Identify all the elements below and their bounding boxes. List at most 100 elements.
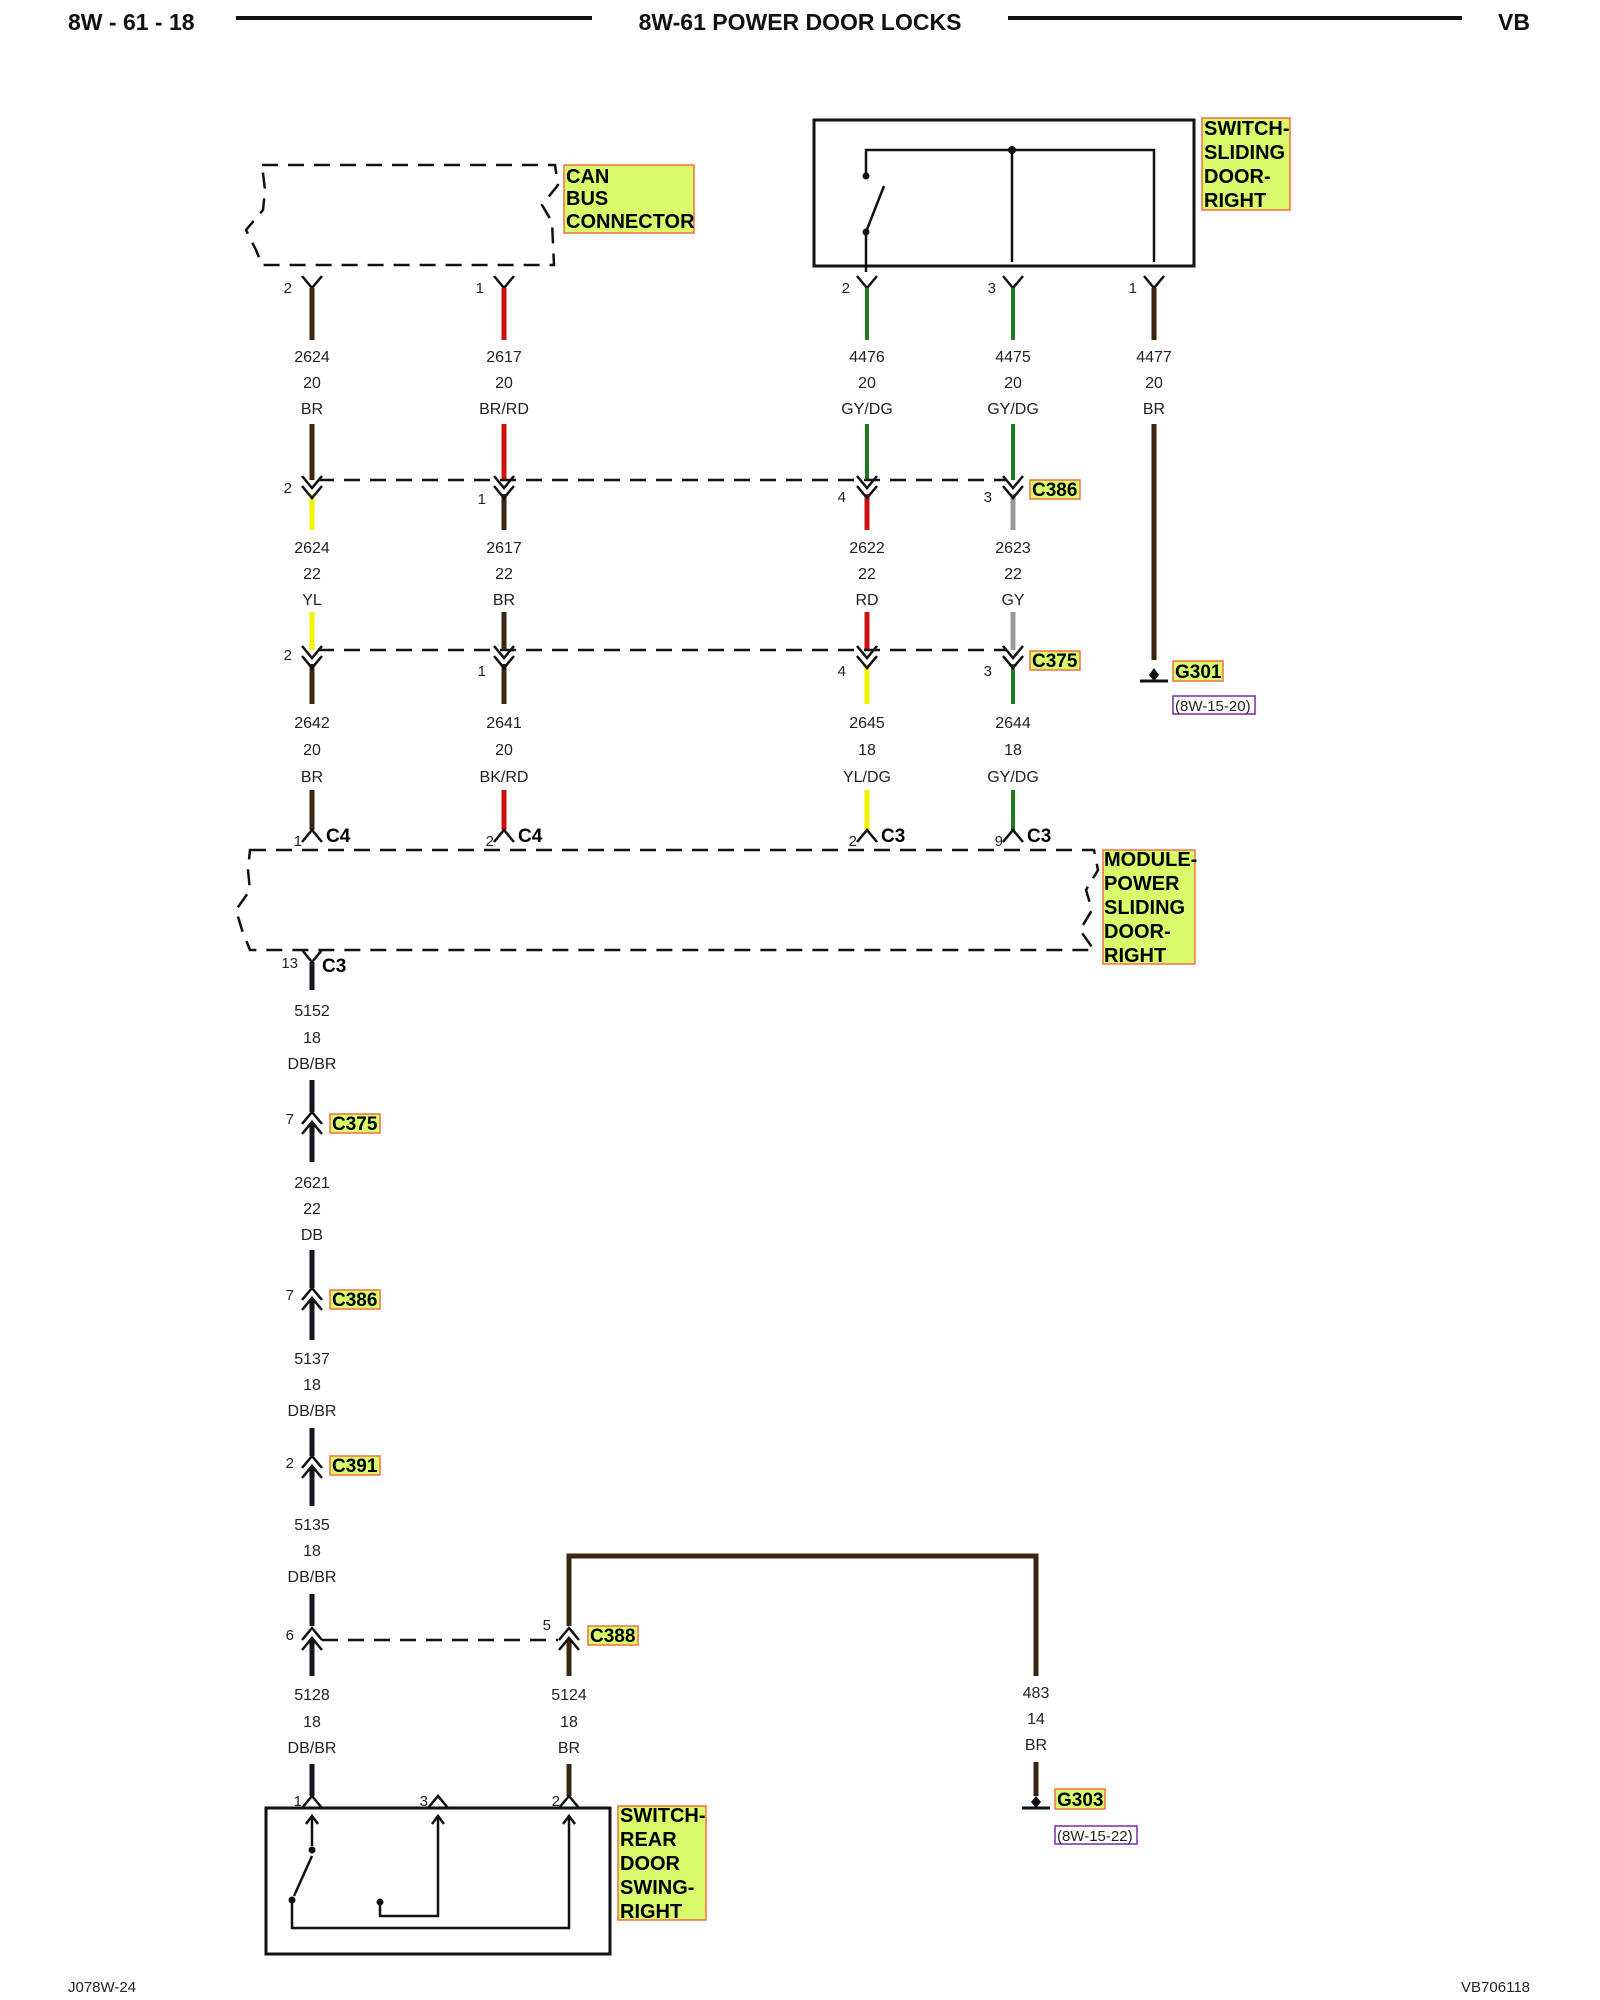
top-pins: 2 1 2 3 1 (284, 275, 1165, 297)
connector-c375-label: C375 (1032, 651, 1078, 672)
ground-g301: G301 (8W-15-20) (1140, 660, 1256, 715)
can-bus-label-line3: CONNECTOR (566, 211, 695, 233)
wire-color: BK/RD (480, 769, 529, 786)
page-footer: J078W-24 VB706118 (68, 1979, 1530, 1996)
wire-gauge: 22 (303, 1201, 321, 1218)
wire-gauge: 18 (303, 1714, 321, 1731)
g301-ref-box (1172, 695, 1256, 715)
wire-color: DB/BR (288, 1056, 337, 1073)
wire-circuit: 2644 (995, 715, 1031, 732)
wire-gauge: 20 (495, 375, 513, 392)
module-label-box (1102, 849, 1196, 965)
wire-circuit: 2624 (294, 540, 330, 557)
wire-gauge: 20 (1145, 375, 1163, 392)
pin-number: 6 (286, 1627, 294, 1644)
can-bus-outline (244, 163, 560, 267)
connector-c4-label: C4 (326, 826, 351, 847)
connector-c3-label: C3 (881, 826, 905, 847)
pin-number: 13 (281, 955, 298, 972)
module-input-pins: 1 C4 2 C4 2 C3 9 C3 (294, 826, 1052, 850)
page-number: 8W - 61 - 18 (68, 9, 195, 35)
module-label-line5: RIGHT (1104, 945, 1166, 967)
wire-circuit: 4475 (995, 349, 1031, 366)
ground-g303: G303 (8W-15-22) (1022, 1788, 1138, 1845)
page-title: 8W-61 POWER DOOR LOCKS (639, 9, 962, 35)
pin-number: 2 (284, 647, 292, 664)
pin-number: 1 (1129, 280, 1137, 297)
switch-rear-label-line1: SWITCH- (620, 1805, 706, 1827)
pin-fork (856, 275, 878, 290)
connector-c375-row: 2 1 4 3 C375 (284, 645, 1081, 680)
switch-sliding-label-line1: SWITCH- (1204, 118, 1290, 140)
connector-c375-trunk: 7 C375 (286, 1110, 381, 1135)
wire-circuit: 2641 (486, 715, 522, 732)
wire-5124-483-bridge (566, 1553, 1039, 1676)
pin-number: 2 (842, 280, 850, 297)
wire-circuit: 2622 (849, 540, 885, 557)
wire-circuit: 5124 (551, 1687, 587, 1704)
switch-rear-arrow-pin1 (305, 1813, 319, 1825)
switch-rear-label-box (617, 1805, 707, 1921)
pin-fork (301, 275, 323, 290)
ground-g303-label: G303 (1057, 1790, 1103, 1811)
wire-color: BR (301, 401, 323, 418)
c386-label-box (1029, 479, 1081, 500)
pin-fork (493, 475, 515, 500)
wire-color: BR (493, 592, 515, 609)
switch-rear-box (264, 1806, 612, 1956)
wire-labels: 2624 20 BR 2617 20 BR/RD 4476 20 GY/DG 4… (288, 349, 1172, 1757)
wire-gauge: 18 (858, 742, 876, 759)
pin-fork (493, 828, 515, 843)
wire-color: BR (301, 769, 323, 786)
c375-label-box (1029, 650, 1081, 671)
pin-number: 1 (476, 280, 484, 297)
wire-circuit: 5128 (294, 1687, 330, 1704)
pin-number: 7 (286, 1287, 294, 1304)
connector-c386-label: C386 (332, 1290, 377, 1311)
wire-circuit: 483 (1023, 1685, 1050, 1702)
switch-sliding-label-line2: SLIDING (1204, 142, 1285, 164)
ground-icon (1031, 1796, 1041, 1808)
model-code: VB (1498, 9, 1530, 35)
wire-gauge: 20 (858, 375, 876, 392)
pin-number: 3 (984, 489, 992, 506)
pin-fork (301, 1286, 323, 1311)
wire-color: BR (1025, 1737, 1047, 1754)
pin-fork (856, 828, 878, 843)
switch-sliding-label-line3: DOOR- (1204, 166, 1271, 188)
wire-color: YL (302, 592, 322, 609)
pin-fork (1002, 828, 1024, 843)
switch-sliding-label-line4: RIGHT (1204, 190, 1266, 212)
pin-fork (301, 1794, 323, 1809)
module-label-line2: POWER (1104, 873, 1180, 895)
pin-fork (427, 1794, 449, 1809)
c386-trunk-label-box (329, 1289, 381, 1310)
pin-number: 1 (478, 663, 486, 680)
switch-rear-arrow-pin2 (562, 1813, 576, 1825)
switch-rear-blade (292, 1855, 314, 1897)
connector-c386-row: 2 1 4 3 C386 (284, 475, 1081, 508)
switch-rear-contact-upper (308, 1846, 316, 1854)
page-header: 8W - 61 - 18 8W-61 POWER DOOR LOCKS VB (68, 9, 1530, 35)
switch-sliding-bus (864, 148, 1156, 262)
wire-gauge: 18 (560, 1714, 578, 1731)
pin-number: 3 (988, 280, 996, 297)
pin-number: 2 (284, 280, 292, 297)
pin-fork (301, 645, 323, 670)
wire-gauge: 18 (303, 1030, 321, 1047)
module-outline (234, 848, 1100, 952)
wire-gauge: 20 (495, 742, 513, 759)
pin-number: 2 (486, 833, 494, 850)
pin-fork (301, 949, 323, 964)
wire-color: DB/BR (288, 1569, 337, 1586)
wire-gauge: 18 (1004, 742, 1022, 759)
wire-segments (309, 288, 1157, 1796)
wire-circuit: 5137 (294, 1351, 330, 1368)
ground-g301-ref: (8W-15-20) (1175, 698, 1251, 715)
ground-g303-ref: (8W-15-22) (1057, 1828, 1133, 1845)
wire-circuit: 2645 (849, 715, 885, 732)
wire-gauge: 22 (858, 566, 876, 583)
wire-color: YL/DG (843, 769, 891, 786)
pin-number: 5 (543, 1617, 551, 1634)
